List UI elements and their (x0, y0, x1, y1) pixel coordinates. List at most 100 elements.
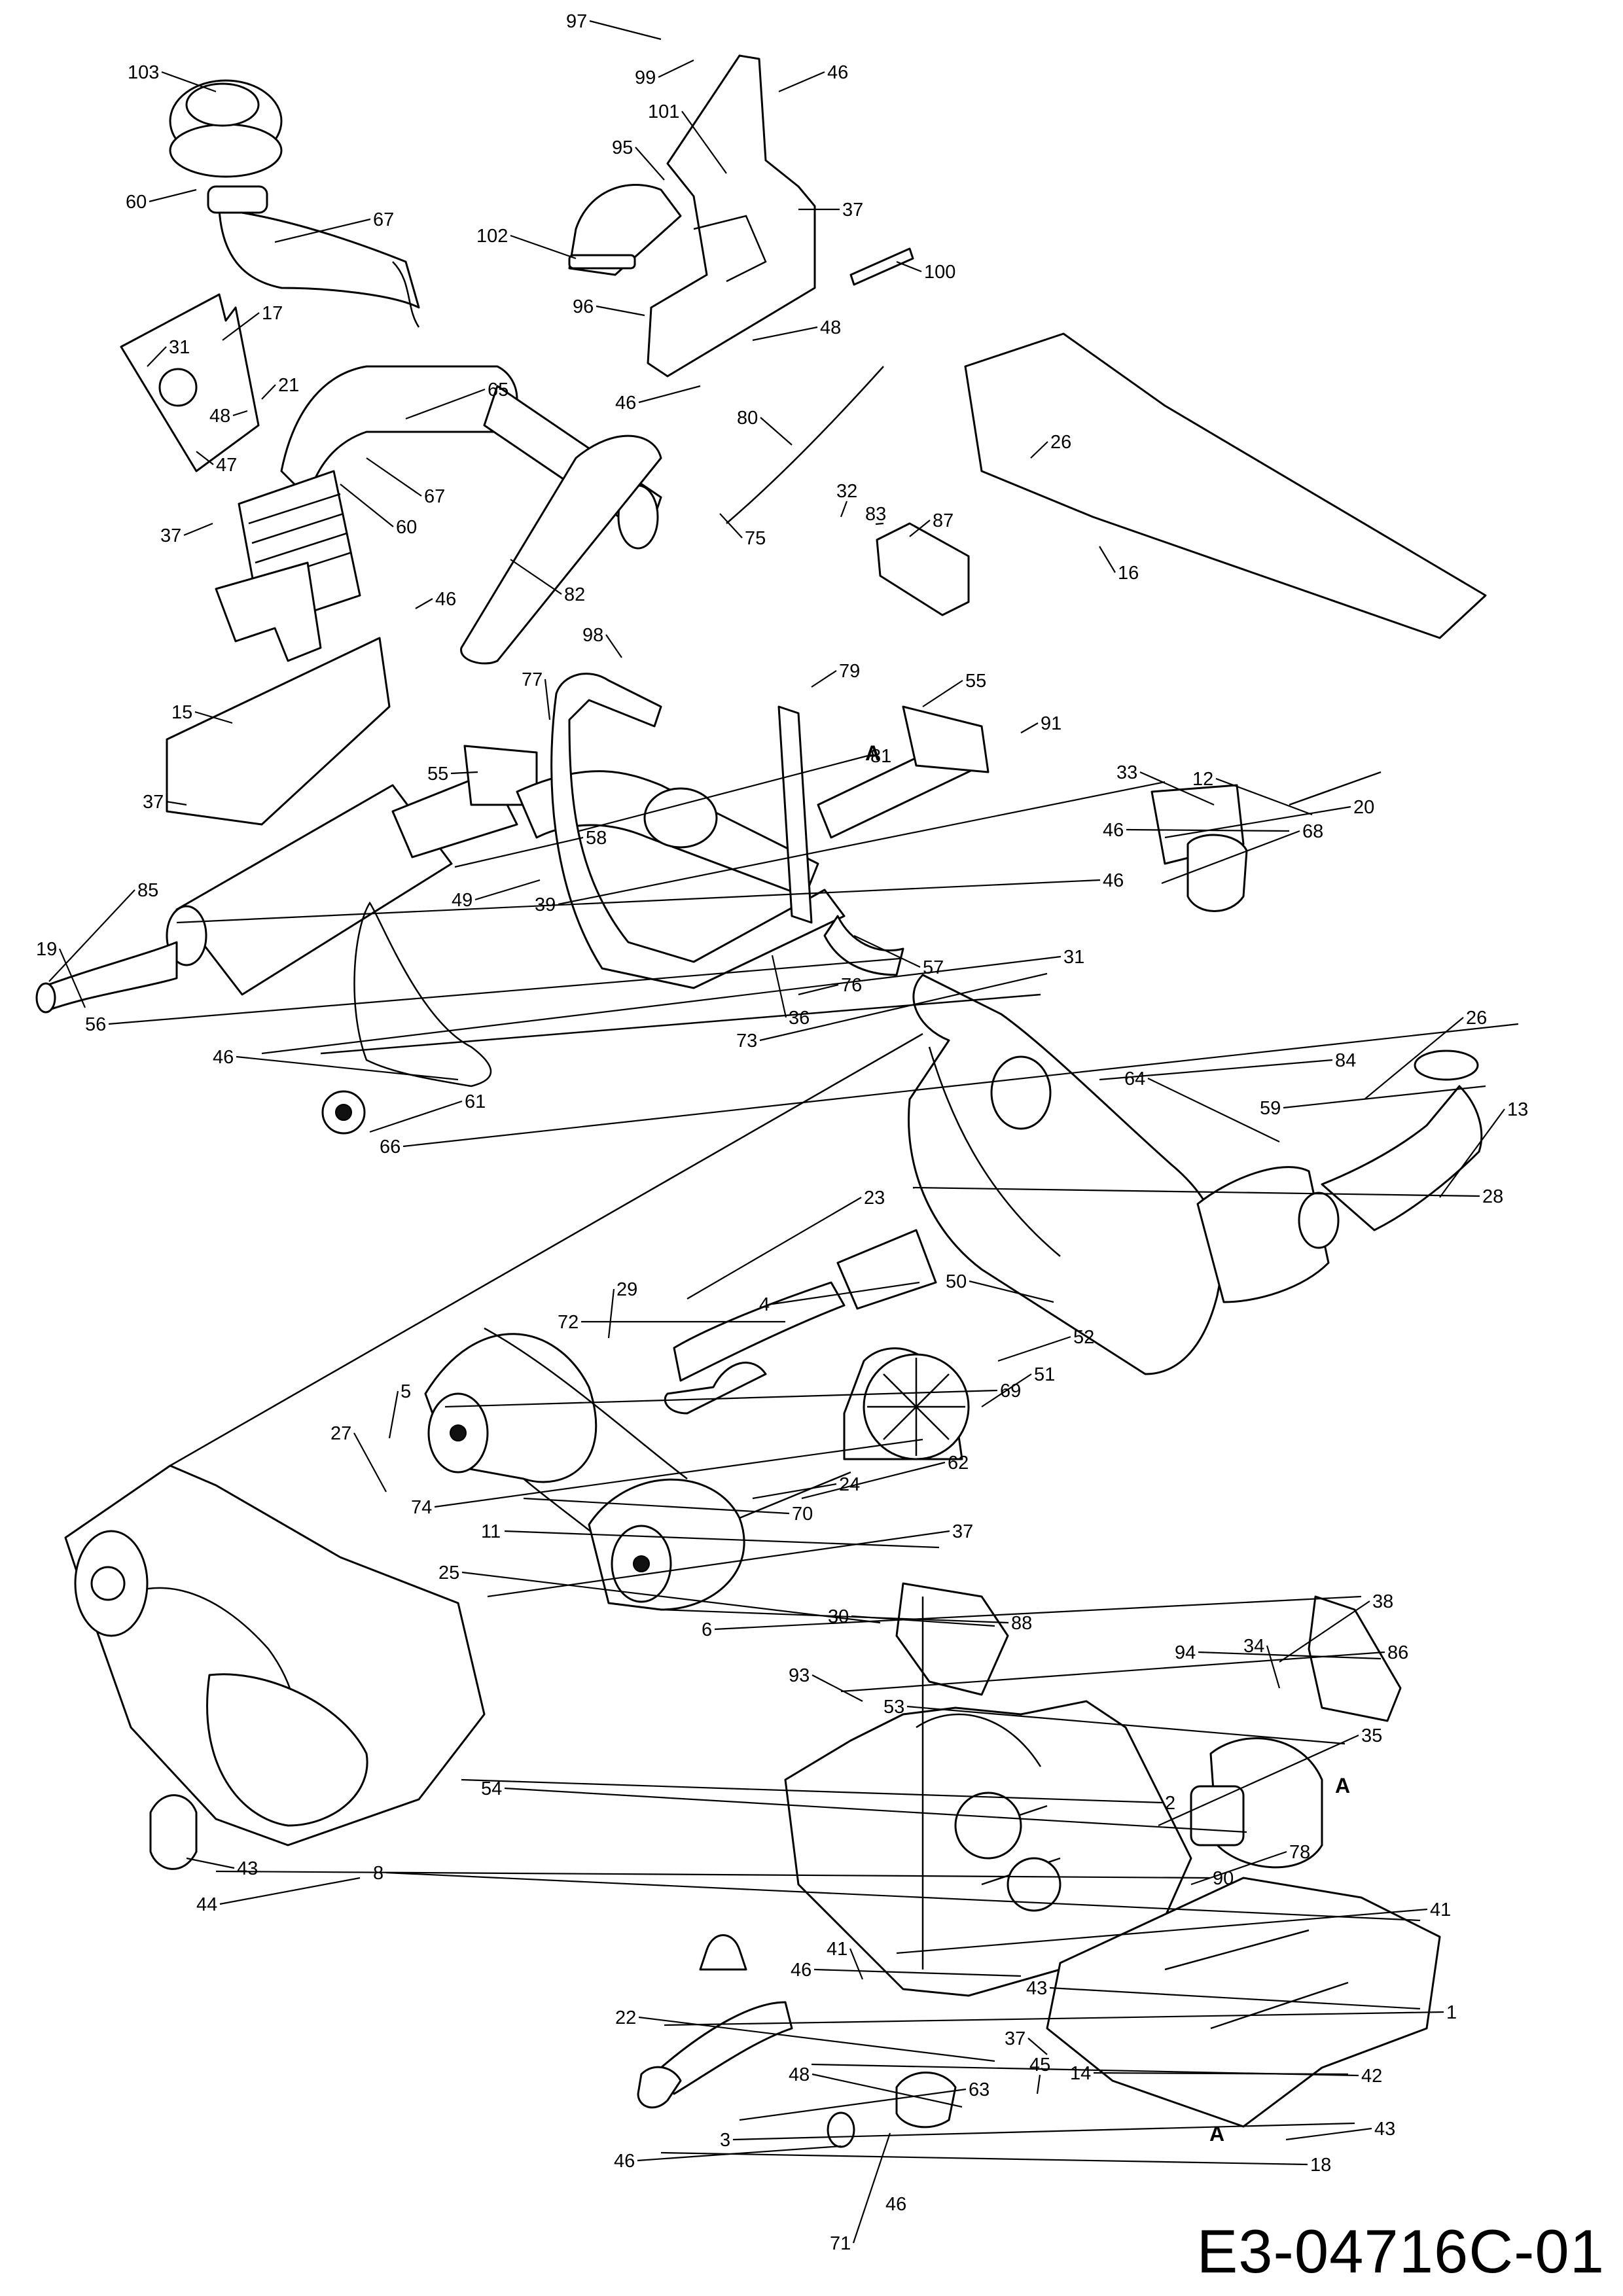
callout-leader-line (906, 1705, 1346, 1745)
callout-leader-line (778, 71, 825, 93)
callout-leader-line (385, 1871, 1421, 1922)
callout-leader-line (510, 234, 577, 260)
callout-label: 46 (614, 2151, 635, 2172)
callout-label: 59 (1260, 1098, 1281, 1119)
callout-label: 61 (465, 1091, 486, 1112)
callout-label: 48 (789, 2064, 810, 2085)
callout-label: 82 (564, 584, 585, 605)
callout-leader-line (579, 754, 868, 832)
callout-leader-line (1036, 2074, 1041, 2094)
callout-leader-line (1266, 1645, 1281, 1689)
callout-leader-line (1283, 1085, 1486, 1109)
callout-leader-line (232, 410, 248, 417)
callout-label: 58 (586, 828, 607, 849)
callout-label: 2 (1165, 1793, 1175, 1814)
callout-leader-line (853, 935, 921, 968)
callout-leader-line (1164, 805, 1351, 839)
callout-leader-line (161, 71, 217, 93)
callout-leader-line (849, 1948, 864, 1980)
callout-leader-line (261, 384, 276, 400)
callout-leader-line (840, 501, 848, 518)
callout-label: 3 (720, 2130, 730, 2151)
callout-leader-line (1161, 830, 1300, 885)
callout-label: 36 (789, 1008, 810, 1029)
callout-leader-line (1030, 441, 1048, 459)
callout-leader-line (912, 1186, 1480, 1197)
callout-label: 57 (923, 957, 944, 978)
callout-leader-line (772, 1281, 920, 1305)
callout-label: 70 (792, 1504, 813, 1525)
callout-leader-line (752, 1483, 837, 1500)
callout-label: 60 (396, 517, 417, 538)
callout-leader-line (813, 1968, 1022, 1977)
callout-leader-line (1099, 1059, 1333, 1081)
callout-label: 81 (870, 746, 891, 767)
callout-leader-line (840, 1651, 1385, 1693)
cvt-pulleys-belt (424, 1327, 745, 1611)
callout-label: 102 (476, 226, 508, 247)
callout-leader-line (812, 1674, 863, 1702)
callout-label: 90 (1213, 1868, 1234, 1889)
callout-label: 73 (736, 1031, 757, 1051)
callout-leader-line (658, 60, 694, 78)
callout-label: 46 (885, 2194, 906, 2215)
callout-leader-line (450, 771, 478, 775)
callout-label: 26 (1050, 432, 1071, 453)
callout-label: 43 (237, 1858, 258, 1879)
callout-leader-line (664, 2011, 1444, 2026)
callout-label: 60 (126, 192, 147, 213)
drive-flange (149, 1794, 198, 1870)
callout-label: 55 (427, 764, 448, 785)
callout-label: 45 (1029, 2055, 1050, 2075)
callout-leader-line (215, 1870, 1211, 1879)
callout-label: 88 (1011, 1613, 1032, 1634)
callout-leader-line (274, 218, 371, 243)
callout-leader-line (607, 1288, 615, 1339)
callout-label: 103 (128, 62, 159, 83)
callout-label: 5 (401, 1381, 411, 1402)
callout-leader-line (147, 346, 167, 367)
engine-mount-bracket (895, 1582, 1009, 1696)
callout-label: 54 (481, 1778, 502, 1799)
callout-leader-line (149, 188, 197, 203)
callout-label: 11 (481, 1521, 501, 1542)
callout-label: 55 (965, 671, 986, 692)
fuel-filter-bracket (1150, 771, 1382, 912)
callout-leader-line (1158, 1734, 1359, 1827)
callout-label: 12 (1192, 769, 1213, 790)
callout-label: 23 (864, 1188, 885, 1209)
callout-leader-line (1198, 1651, 1382, 1660)
callout-leader-line (353, 1432, 387, 1492)
callout-label: 33 (1116, 762, 1137, 783)
callout-label: 15 (171, 702, 192, 723)
reference-letter: A (1335, 1774, 1350, 1797)
callout-leader-line (487, 1530, 950, 1598)
v-belt (353, 901, 492, 1087)
air-cleaner-assembly (169, 79, 420, 328)
callout-label: 48 (820, 317, 841, 338)
callout-label: 25 (438, 1563, 459, 1583)
callout-label: 86 (1387, 1642, 1408, 1663)
callout-label: 95 (612, 137, 633, 158)
callout-label: 42 (1361, 2066, 1382, 2087)
callout-label: 78 (1289, 1842, 1310, 1863)
callout-label: 41 (1430, 1899, 1451, 1920)
callout-leader-line (605, 634, 622, 658)
callout-label: 21 (278, 375, 299, 396)
callout-leader-line (638, 385, 701, 404)
switch-bracket (1308, 1595, 1402, 1722)
callout-label: 97 (566, 11, 587, 32)
callout-label: 67 (373, 209, 394, 230)
callout-label: 26 (1466, 1008, 1487, 1029)
callout-leader-line (461, 1571, 881, 1624)
callout-label: 46 (435, 589, 456, 610)
callout-label: 62 (948, 1453, 969, 1474)
callout-leader-line (474, 879, 541, 901)
callout-leaders (48, 20, 1519, 2244)
callout-label: 64 (1124, 1069, 1145, 1089)
callout-leader-line (1439, 1108, 1505, 1198)
callout-label: 94 (1175, 1642, 1196, 1663)
callout-label: 1 (1446, 2002, 1457, 2023)
callout-leader-line (760, 417, 793, 446)
